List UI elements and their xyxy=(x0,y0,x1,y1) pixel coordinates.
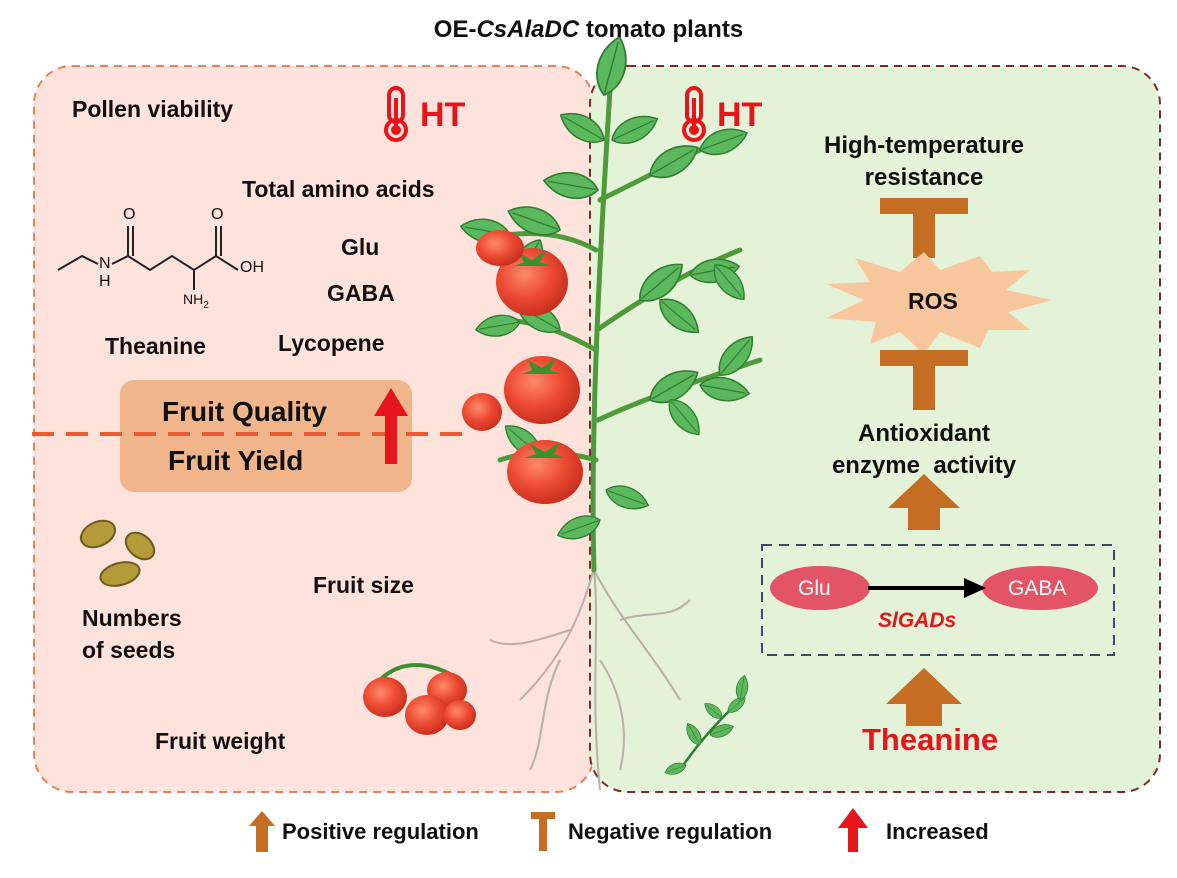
antioxidant-label: Antioxidant enzyme activity xyxy=(831,420,1017,479)
fruit-size-label: Fruit size xyxy=(313,572,414,598)
legend-negative-label: Negative regulation xyxy=(568,819,773,844)
negative-regulation-icon xyxy=(880,198,968,258)
tomato-fruit xyxy=(462,393,502,431)
negative-regulation-icon xyxy=(880,350,968,410)
atom-label: NH2 xyxy=(183,291,209,311)
atom-label: N xyxy=(99,255,111,272)
legend-increase-arrow-icon xyxy=(838,808,868,852)
tomato-cluster-illustration xyxy=(363,663,476,735)
tomato-plant-illustration xyxy=(458,32,763,791)
tomato-fruit xyxy=(476,230,524,266)
gaba-label: GABA xyxy=(327,280,395,306)
fruit-quality-label: Fruit Quality xyxy=(162,396,327,427)
tomato-fruit xyxy=(504,356,580,424)
legend-increased-label: Increased xyxy=(886,819,989,844)
theanine-label: Theanine xyxy=(105,333,206,359)
tomato-fruit xyxy=(496,248,568,316)
atom-label: O xyxy=(123,206,136,223)
left-ht-label: HT xyxy=(420,96,466,134)
small-leaf-illustration xyxy=(662,674,751,778)
right-gaba-label: GABA xyxy=(1008,577,1067,600)
atom-label: O xyxy=(211,206,224,223)
diagram-title: OE-CsAlaDC tomato plants xyxy=(0,18,1177,42)
legend-positive-arrow-icon xyxy=(249,811,275,852)
right-theanine-label: Theanine xyxy=(862,722,999,757)
numbers-of-seeds-label: Numbers of seeds xyxy=(82,605,182,663)
positive-regulation-arrow-icon xyxy=(886,668,962,726)
tomato-fruit xyxy=(507,440,583,504)
enzyme-label: SlGADs xyxy=(878,609,957,632)
ros-burst xyxy=(826,252,1052,354)
atom-label: OH xyxy=(240,259,264,276)
thermometer-icon xyxy=(384,86,408,142)
right-ht-label: HT xyxy=(717,96,763,134)
thermometer-icon xyxy=(682,86,706,142)
gaba-pill xyxy=(982,566,1098,610)
total-amino-acids-label: Total amino acids xyxy=(242,176,435,202)
legend-negative-icon xyxy=(531,812,555,851)
lycopene-label: Lycopene xyxy=(278,330,385,356)
pollen-viability-label: Pollen viability xyxy=(72,96,234,122)
gaba-shunt-box xyxy=(761,544,1115,656)
fruit-weight-label: Fruit weight xyxy=(155,728,286,754)
fruit-yield-label: Fruit Yield xyxy=(168,445,304,476)
title-suffix: tomato plants xyxy=(579,16,744,43)
theanine-molecule xyxy=(57,226,239,290)
title-gene: CsAlaDC xyxy=(476,16,580,43)
glu-pill xyxy=(770,566,870,610)
seeds-illustration xyxy=(79,519,156,587)
right-panel xyxy=(589,65,1161,793)
title-prefix: OE- xyxy=(433,16,477,43)
conversion-arrow-icon xyxy=(868,578,986,598)
atom-label: H xyxy=(99,273,111,290)
glu-label: Glu xyxy=(341,234,380,260)
positive-regulation-arrow-icon xyxy=(888,474,960,530)
legend-positive-label: Positive regulation xyxy=(282,819,479,844)
resistance-label: High-temperature resistance xyxy=(823,132,1025,191)
ros-label: ROS xyxy=(908,288,958,314)
right-glu-label: Glu xyxy=(798,577,831,600)
fruit-quality-box xyxy=(120,380,412,492)
increase-arrow-icon xyxy=(374,388,408,464)
